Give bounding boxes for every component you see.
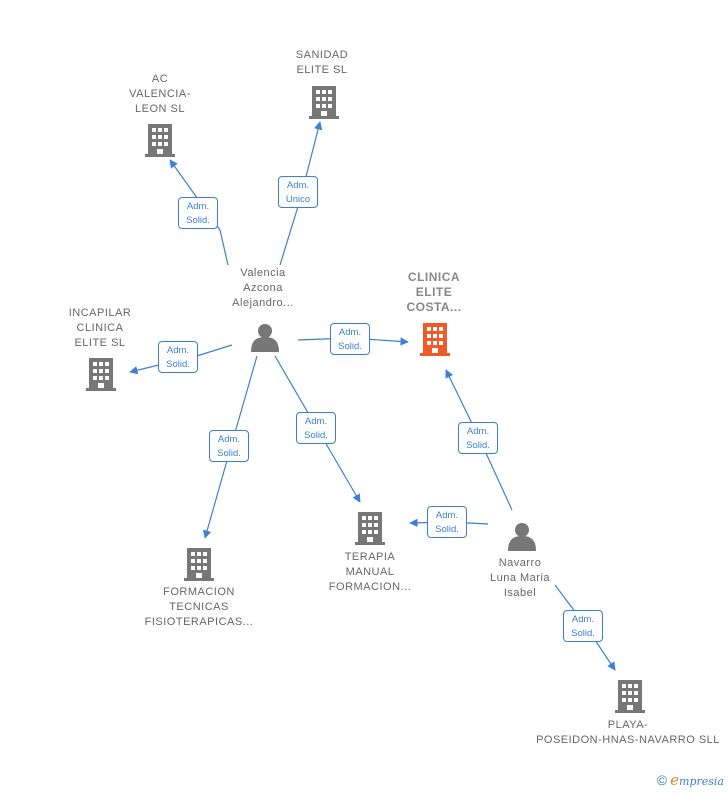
brand-logo-text: mpresia — [679, 775, 724, 788]
edge-line-to-ac — [169, 159, 229, 266]
building-icon[interactable] — [309, 86, 339, 119]
edge-label-to-sanidad[interactable]: Adm. Unico — [278, 176, 318, 208]
node-label-navarro-person[interactable]: Navarro Luna Maria Isabel — [489, 557, 551, 599]
brand-logo-initial: e — [670, 771, 680, 789]
building-icon[interactable] — [145, 124, 175, 157]
node-label-incapilar[interactable]: INCAPILAR CLINICA ELITE SL — [68, 307, 132, 349]
node-label-clinica[interactable]: CLINICA ELITE COSTA... — [406, 270, 462, 314]
edge-label-navarro-to-playa[interactable]: Adm. Solid. — [563, 610, 603, 642]
person-icon[interactable] — [251, 324, 279, 352]
building-icon[interactable] — [615, 680, 645, 713]
edge-line-to-incapilar — [129, 344, 233, 375]
edge-label-to-incapilar[interactable]: Adm. Solid. — [158, 341, 198, 373]
edge-label-to-clinica[interactable]: Adm. Solid. — [330, 323, 370, 355]
building-icon[interactable] — [86, 358, 116, 391]
building-icon[interactable] — [184, 548, 214, 581]
edge-label-to-formacion[interactable]: Adm. Solid. — [209, 430, 249, 462]
node-label-sanidad[interactable]: SANIDAD ELITE SL — [295, 49, 349, 76]
edge-label-navarro-to-terapia[interactable]: Adm. Solid. — [427, 506, 467, 538]
node-label-valencia-person[interactable]: Valencia Azcona Alejandro... — [232, 267, 294, 309]
node-label-formacion[interactable]: FORMACION TECNICAS FISIOTERAPICAS... — [144, 586, 254, 628]
node-label-playa[interactable]: PLAYA- POSEIDON-HNAS-NAVARRO SLL — [536, 719, 720, 746]
node-label-ac-valencia[interactable]: AC VALENCIA- LEON SL — [129, 73, 191, 115]
copyright-icon: © — [656, 772, 668, 788]
node-label-terapia[interactable]: TERAPIA MANUAL FORMACION... — [328, 551, 412, 593]
building-icon[interactable] — [355, 512, 385, 545]
person-icon[interactable] — [508, 523, 536, 551]
edge-label-to-ac[interactable]: Adm. Solid. — [178, 197, 218, 229]
edge-label-to-terapia[interactable]: Adm. Solid. — [296, 412, 336, 444]
building-icon[interactable] — [420, 323, 450, 356]
edge-label-navarro-to-clinica[interactable]: Adm. Solid. — [458, 422, 498, 454]
brand-footer[interactable]: © empresia — [657, 771, 724, 789]
